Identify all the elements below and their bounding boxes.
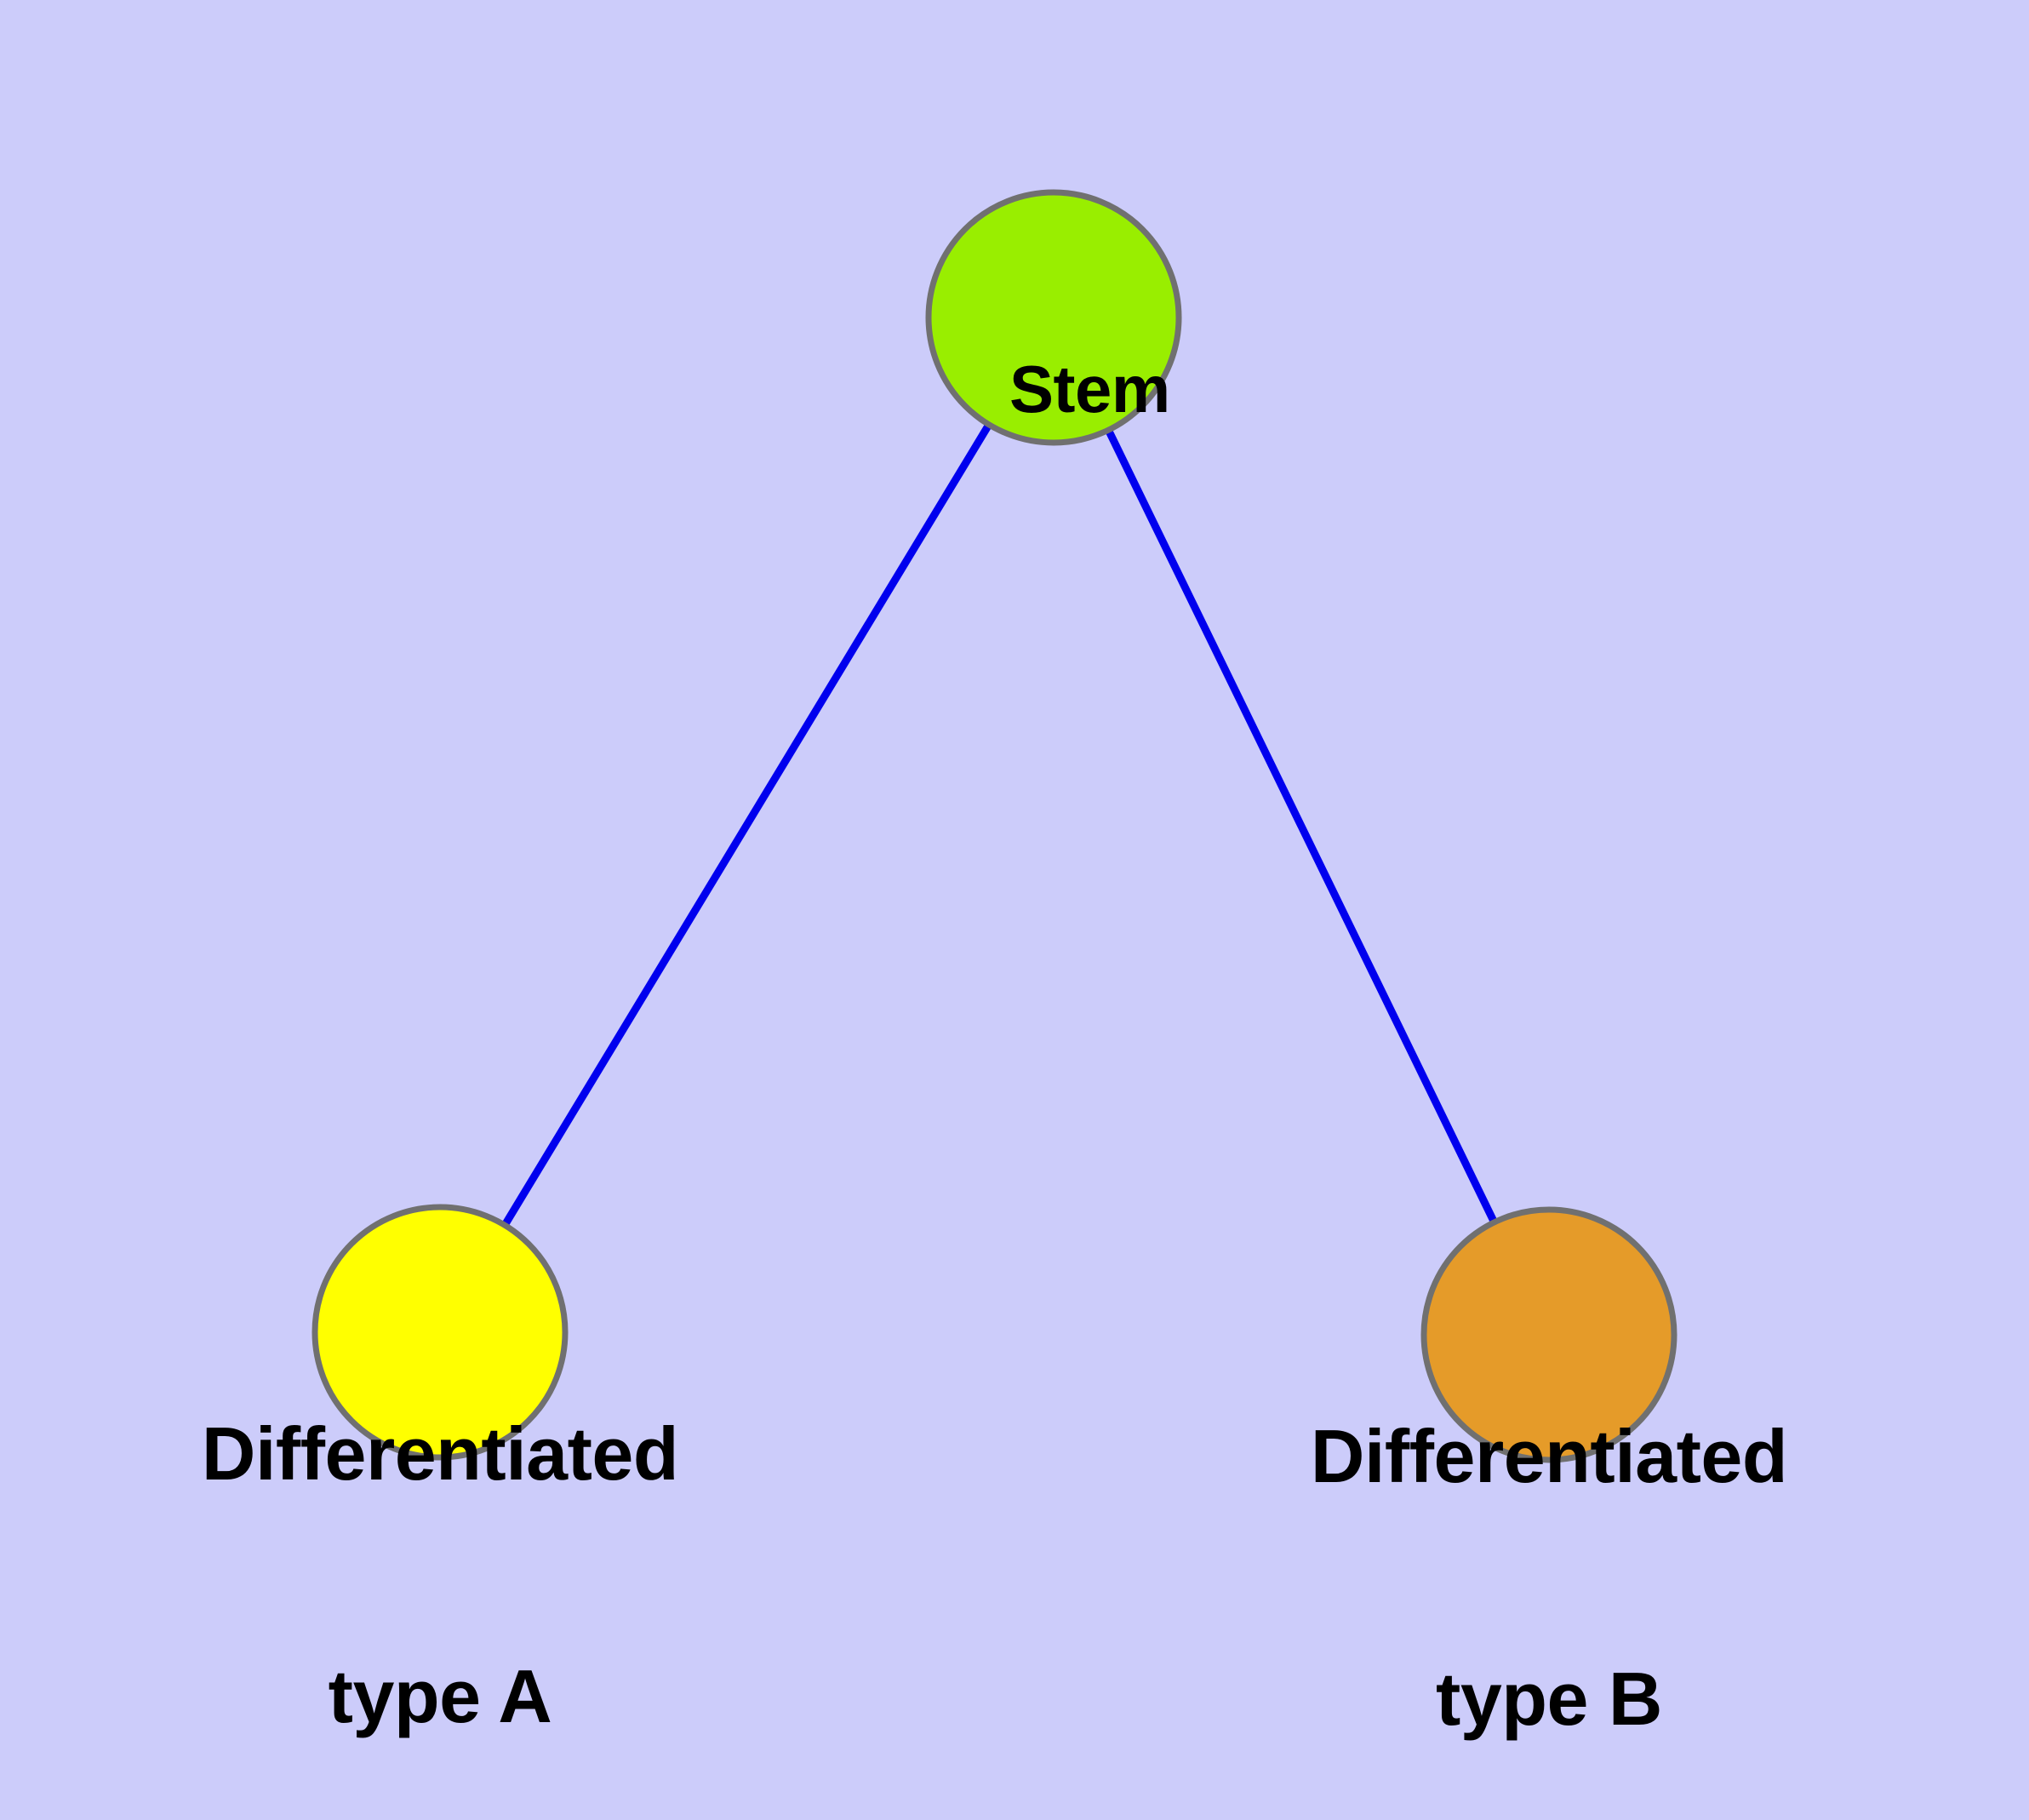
edge-layer [497, 415, 1501, 1234]
node-circle-differentiated-type-a[interactable] [311, 1204, 569, 1461]
edge-stem-to-differentiated-type-b [1101, 421, 1501, 1231]
node-circle-stem[interactable] [925, 189, 1182, 446]
node-layer [311, 189, 1677, 1463]
edge-stem-to-differentiated-type-a [497, 415, 997, 1234]
node-circle-differentiated-type-b[interactable] [1420, 1206, 1677, 1463]
